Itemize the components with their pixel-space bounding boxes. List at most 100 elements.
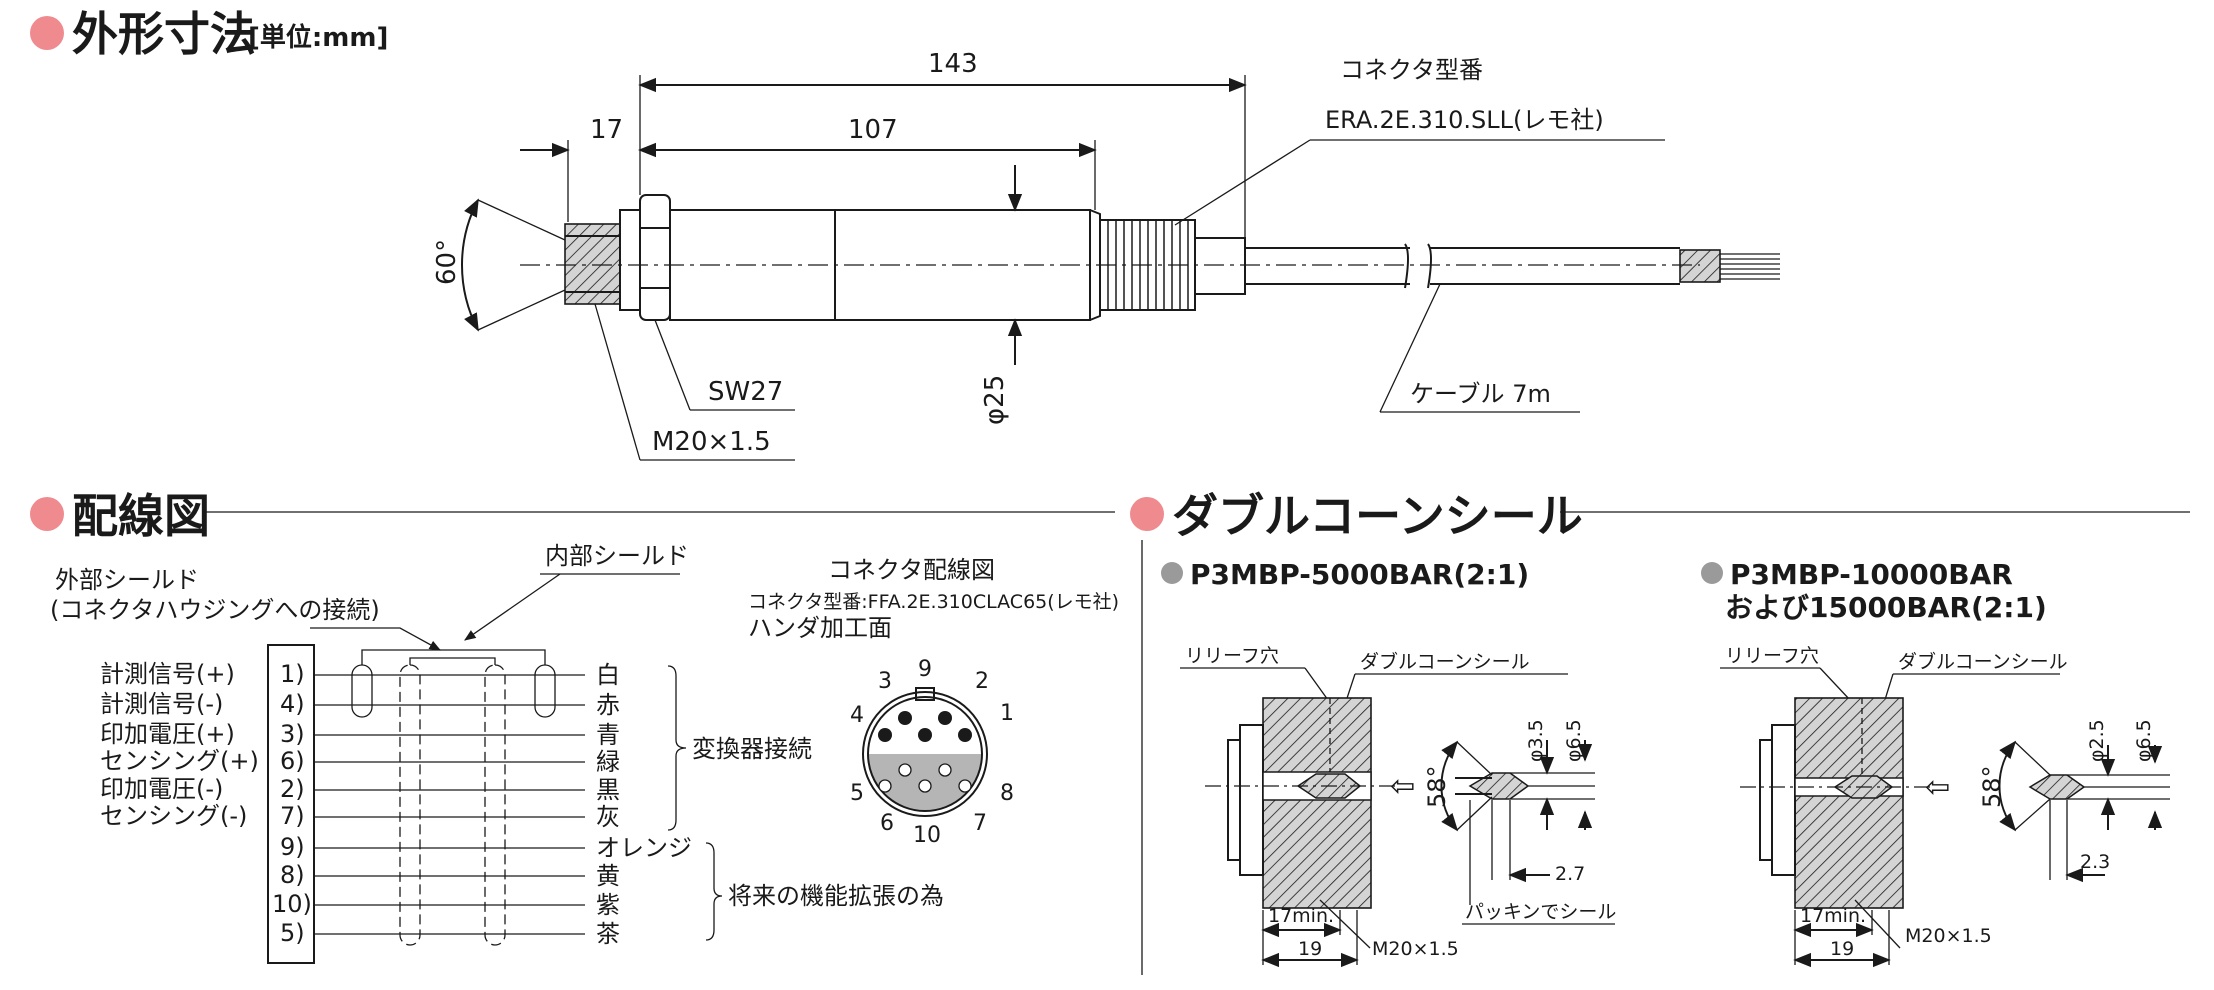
connector-pin-number: 1	[1000, 701, 1014, 726]
pin-labels: 1) 4) 3) 6) 2) 7) 9) 8) 10) 5)	[272, 660, 312, 947]
dim-overall: 143	[928, 49, 978, 79]
wire-color: 黄	[596, 862, 620, 890]
packing-label: パッキンでシール	[1465, 901, 1616, 923]
depth-label: 19	[1298, 938, 1322, 960]
relief-hole-label: リリーフ穴	[1725, 645, 1819, 667]
seal-detail-left: P3MBP-5000BAR(2:1) リリーフ穴 ダブルコーンシール ⇦ 58°	[1161, 558, 1616, 968]
section-title: 外形寸法	[72, 7, 256, 61]
wires	[314, 674, 585, 935]
wrench-label: SW27	[708, 377, 783, 407]
seal-label: ダブルコーンシール	[1898, 650, 2068, 673]
outer-shield-label: 外部シールド	[55, 566, 199, 594]
seal-label: ダブルコーンシール	[1360, 650, 1530, 673]
signal-name: センシング(-)	[100, 802, 247, 830]
connector-pin-number: 4	[850, 703, 864, 728]
wire-color: 赤	[596, 691, 620, 719]
wire-colors: 白 赤 青 緑 黒 灰 オレンジ 黄 紫 茶	[596, 661, 692, 948]
threaded-nose	[564, 223, 621, 305]
pin-label: 5)	[280, 919, 305, 947]
connector-model-label: コネクタ型番	[1340, 56, 1483, 84]
connector-pin-number: 3	[878, 669, 892, 694]
pin-label: 8)	[280, 861, 305, 889]
group-label-future: 将来の機能拡張の為	[728, 882, 944, 910]
pin-label: 3)	[280, 720, 305, 748]
subsection-title-line1: P3MBP-10000BAR	[1730, 558, 2013, 591]
pin-label: 1)	[280, 660, 305, 688]
thread-label: M20×1.5	[1372, 938, 1459, 960]
signal-name: 印加電圧(+)	[100, 720, 235, 748]
pin-label: 7)	[280, 802, 305, 830]
connector-pin-number: 7	[973, 811, 987, 836]
seal-detail-right: P3MBP-10000BAR および15000BAR(2:1) リリーフ穴 ダブ…	[1701, 558, 2170, 968]
section-bullet-icon	[30, 16, 64, 50]
connector-diagram-face: ハンダ加工面	[748, 614, 892, 642]
signal-names: 計測信号(+) 計測信号(-) 印加電圧(+) センシング(+) 印加電圧(-)…	[100, 660, 259, 830]
wire-color: オレンジ	[596, 834, 692, 862]
dimension-lines: 143 107 17 60° φ25 SW27 M20×1.5 コネクタ型番 E…	[432, 49, 1665, 461]
connector-face	[862, 687, 988, 817]
dim-nut: 17	[590, 115, 623, 145]
thread-label: M20×1.5	[652, 427, 771, 457]
angle-label: 58°	[1978, 765, 2006, 808]
wire-color: 白	[596, 661, 620, 689]
dia-outer-label: φ6.5	[2133, 719, 2155, 762]
group-label-transducer: 変換器接続	[692, 735, 812, 763]
min-depth-label: 17min.	[1800, 905, 1866, 927]
unit-label: [単位:mm]	[248, 22, 388, 53]
inner-shield-label: 内部シールド	[545, 542, 689, 570]
section-bullet-icon	[30, 497, 64, 531]
connector-pin-numbers: 1 2 3 4 5 6 7 8 9 10	[850, 657, 1014, 848]
section-title: ダブルコーンシール	[1172, 489, 1583, 543]
thread-label: M20×1.5	[1905, 925, 1992, 947]
section-bullet-icon	[1130, 497, 1164, 531]
group-brace	[667, 665, 687, 831]
dia-inner-label: φ2.5	[2086, 719, 2108, 762]
wire-color: 緑	[596, 748, 620, 776]
wire-color: 紫	[596, 891, 620, 919]
signal-name: 印加電圧(-)	[100, 775, 223, 803]
dim-a-label: 2.7	[1555, 863, 1585, 885]
outer-shield-note: (コネクタハウジングへの接続)	[50, 596, 380, 624]
wire-color: 茶	[596, 920, 620, 948]
subsection-title-line2: および15000BAR(2:1)	[1725, 591, 2047, 624]
connector-block	[267, 644, 315, 964]
pin-label: 10)	[272, 890, 312, 918]
connector-diagram-model: コネクタ型番:FFA.2E.310CLAC65(レモ社)	[748, 591, 1119, 613]
shield-tubes	[351, 649, 556, 946]
dia-inner-label: φ3.5	[1525, 719, 1547, 762]
min-depth-label: 17min.	[1268, 905, 1334, 927]
wire-color: 灰	[596, 803, 620, 831]
angle-label: 60°	[432, 239, 462, 285]
subsection-bullet-icon	[1701, 562, 1723, 584]
connector-model-value: ERA.2E.310.SLL(レモ社)	[1325, 106, 1604, 134]
dim-body: 107	[848, 115, 898, 145]
dimensions-section: 外形寸法 [単位:mm]	[30, 7, 1780, 461]
wire-color: 黒	[596, 776, 620, 804]
connector-pin-number: 2	[975, 669, 989, 694]
subsection-bullet-icon	[1161, 562, 1183, 584]
pin-label: 2)	[280, 775, 305, 803]
pin-label: 9)	[280, 833, 305, 861]
signal-name: 計測信号(+)	[100, 660, 235, 688]
angle-label: 58°	[1423, 765, 1451, 808]
direction-arrow-icon: ⇦	[1390, 769, 1415, 804]
depth-label: 19	[1830, 938, 1854, 960]
group-brace	[705, 842, 723, 941]
signal-name: センシング(+)	[100, 747, 259, 775]
section-title: 配線図	[72, 489, 210, 543]
subsection-title: P3MBP-5000BAR(2:1)	[1190, 558, 1529, 591]
dim-a-label: 2.3	[2080, 851, 2110, 873]
cable-label: ケーブル 7m	[1410, 380, 1551, 408]
connector-pin-number: 5	[850, 781, 864, 806]
diameter-label: φ25	[980, 375, 1010, 425]
pin-label: 6)	[280, 747, 305, 775]
sensor-body-drawing	[520, 194, 1780, 321]
connector-pin-number: 6	[880, 811, 894, 836]
connector-pin-number: 10	[913, 823, 941, 848]
pin-label: 4)	[280, 690, 305, 718]
wiring-section: 配線図 外部シールド (コネクタハウジングへの接続) 内部シールド 計測信号(+…	[30, 489, 1119, 964]
hex-nut	[639, 194, 671, 321]
signal-name: 計測信号(-)	[100, 690, 223, 718]
connector-pin-number: 8	[1000, 781, 1014, 806]
